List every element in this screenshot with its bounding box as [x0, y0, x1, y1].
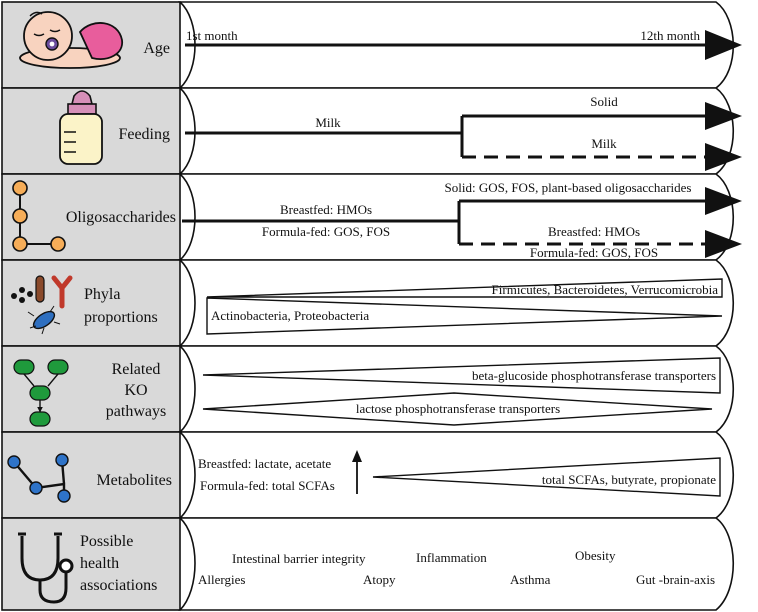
phyla-increasing-label: Firmicutes, Bacteroidetes, Verrucomicrob… — [492, 282, 719, 297]
oligosaccharide-chain-icon — [12, 180, 66, 252]
ko-label-line3: pathways — [106, 403, 166, 420]
metab-formula-label: Formula-fed: total SCFAs — [200, 478, 335, 493]
health-term-barrier: Intestinal barrier integrity — [232, 551, 366, 566]
phyla-label-line1: Phyla — [84, 286, 120, 303]
age-label: Age — [143, 40, 170, 57]
stethoscope-icon — [18, 532, 74, 604]
health-label-line3: associations — [80, 577, 157, 594]
health-term-inflammation: Inflammation — [416, 550, 487, 565]
metabolites-label: Metabolites — [96, 472, 172, 489]
phyla-increasing-wedge — [206, 278, 723, 298]
ko-pathway-icon — [13, 359, 69, 427]
ko-increasing-label: beta-glucoside phosphotransferase transp… — [472, 368, 716, 383]
age-timeline-arrow — [185, 30, 742, 60]
oligo-formula-label: Formula-fed: GOS, FOS — [262, 224, 390, 239]
metab-increasing-label: total SCFAs, butyrate, propionate — [542, 472, 716, 487]
ko-diamond — [202, 392, 713, 426]
metab-up-arrow — [352, 450, 362, 494]
oligosaccharides-label: Oligosaccharides — [66, 209, 176, 226]
phyla-decreasing-wedge — [206, 297, 723, 335]
oligo-solid-branch-label: Solid: GOS, FOS, plant-based oligosaccha… — [445, 180, 692, 195]
bacteria-icon — [11, 275, 73, 335]
metab-increasing-wedge — [372, 457, 721, 497]
health-term-atopy: Atopy — [363, 572, 396, 587]
oligo-breastfed-label: Breastfed: HMOs — [280, 202, 372, 217]
health-term-asthma: Asthma — [510, 572, 551, 587]
row-health — [1, 517, 734, 611]
bottle-icon — [59, 90, 103, 165]
feeding-milk-branch-label: Milk — [591, 136, 617, 151]
oligosaccharides-arrows — [182, 187, 742, 258]
health-label-line2: health — [80, 555, 119, 572]
age-end-label: 12th month — [640, 28, 700, 43]
oligo-branch-breastfed-label: Breastfed: HMOs — [548, 224, 640, 239]
ko-diamond-label: lactose phosphotransferase transporters — [356, 401, 560, 416]
oligo-branch-formula-label: Formula-fed: GOS, FOS — [530, 245, 658, 260]
feeding-solid-branch-label: Solid — [590, 94, 618, 109]
row-oligosaccharides — [1, 173, 734, 261]
phyla-label-line2: proportions — [84, 309, 158, 326]
row-feeding — [1, 87, 734, 175]
ko-increasing-wedge — [202, 357, 721, 394]
feeding-milk-label: Milk — [315, 115, 341, 130]
feeding-arrows — [185, 102, 742, 171]
health-term-obesity: Obesity — [575, 548, 616, 563]
feeding-label: Feeding — [118, 126, 170, 143]
baby-icon — [19, 11, 123, 69]
phyla-decreasing-label: Actinobacteria, Proteobacteria — [211, 308, 369, 323]
metab-breastfed-label: Breastfed: lactate, acetate — [198, 456, 331, 471]
health-term-gut-brain-axis: Gut -brain-axis — [636, 572, 715, 587]
ko-label-line1: Related — [112, 361, 161, 378]
health-term-allergies: Allergies — [198, 572, 245, 587]
age-start-label: 1st month — [186, 28, 238, 43]
health-label-line1: Possible — [80, 533, 133, 550]
metabolite-network-icon — [7, 453, 71, 503]
ko-label-line2: KO — [124, 382, 147, 399]
